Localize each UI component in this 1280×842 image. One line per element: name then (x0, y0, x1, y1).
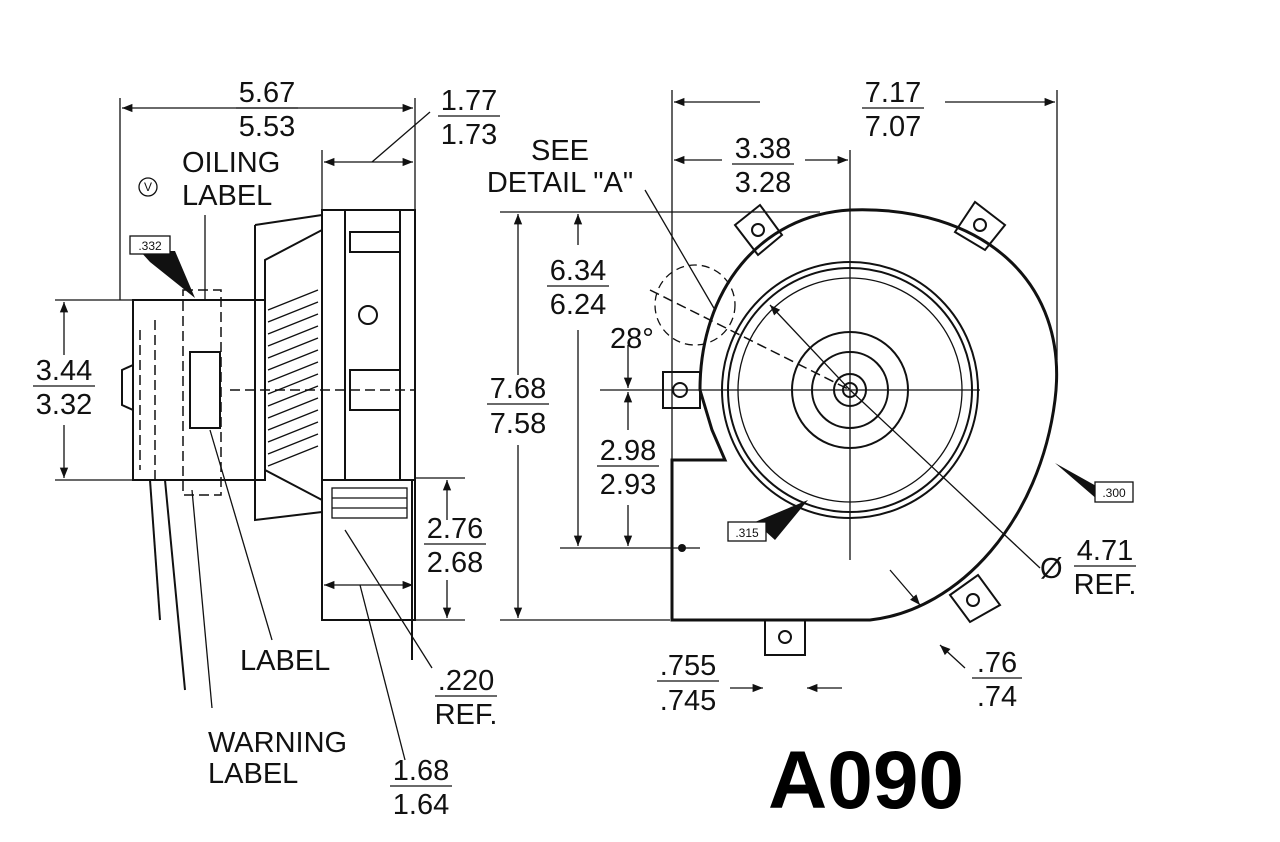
dim-flange-thickness: .220 (438, 665, 494, 697)
dim-top-to-center-min: 6.24 (550, 289, 606, 321)
warning-label-line2: LABEL (208, 758, 298, 790)
dim-center-offset-min: 3.28 (735, 167, 791, 199)
dim-flange-depth-max: 1.77 (441, 85, 497, 117)
dim-overall-length-max: 5.67 (239, 77, 295, 109)
dim-outlet-height-min: 2.68 (427, 547, 483, 579)
dim-overall-width-max: 7.17 (865, 77, 921, 109)
dim-angle: 28° (610, 323, 654, 355)
dimensions: 5.67 5.53 1.77 1.73 7.17 7.07 3.38 3.28 … (36, 77, 1137, 821)
dim-tab-offset-min: .74 (977, 681, 1017, 713)
warning-label-line1: WARNING (208, 727, 347, 759)
dim-wheel-dia: 4.71 (1077, 535, 1133, 567)
dim-outlet-width-max: 1.68 (393, 755, 449, 787)
label-callout: LABEL (240, 645, 330, 677)
dim-center-to-outlet-max: 2.98 (600, 435, 656, 467)
diameter-symbol: Ø (1040, 553, 1063, 585)
dim-motor-dia-min: 3.32 (36, 389, 92, 421)
oiling-label-line1: OILING (182, 147, 280, 179)
dim-tab-offset-max: .76 (977, 647, 1017, 679)
dim-overall-height-max: 7.68 (490, 373, 546, 405)
dim-top-to-center-max: 6.34 (550, 255, 606, 287)
dim-tab-width-min: .745 (660, 685, 716, 717)
dim-motor-dia-max: 3.44 (36, 355, 92, 387)
hole-tag-300: .300 (1102, 486, 1126, 500)
callouts: SEE DETAIL "A" OILING LABEL LABEL WARNIN… (182, 135, 633, 790)
model-number: A090 (768, 735, 964, 826)
dim-wheel-dia-ref: REF. (1074, 569, 1137, 601)
dim-outlet-height-max: 2.76 (427, 513, 483, 545)
dim-overall-length-min: 5.53 (239, 111, 295, 143)
hole-tag-332: .332 (138, 239, 162, 253)
oiling-label-line2: LABEL (182, 180, 272, 212)
dim-center-offset-max: 3.38 (735, 133, 791, 165)
dim-flange-depth-min: 1.73 (441, 119, 497, 151)
dim-flange-thickness-ref: REF. (435, 699, 498, 731)
dim-center-to-outlet-min: 2.93 (600, 469, 656, 501)
hole-tag-315: .315 (735, 526, 759, 540)
voltage-symbol: V (144, 180, 152, 194)
front-view: .315 .300 (500, 90, 1134, 693)
dim-outlet-width-min: 1.64 (393, 789, 449, 821)
see-detail-line1: SEE (531, 135, 589, 167)
see-detail-line2: DETAIL "A" (487, 167, 633, 199)
dim-overall-width-min: 7.07 (865, 111, 921, 143)
voltage-symbol-icon (138, 177, 158, 197)
dim-overall-height-min: 7.58 (490, 408, 546, 440)
side-view: .332 V (55, 98, 465, 761)
dim-tab-width-max: .755 (660, 650, 716, 682)
